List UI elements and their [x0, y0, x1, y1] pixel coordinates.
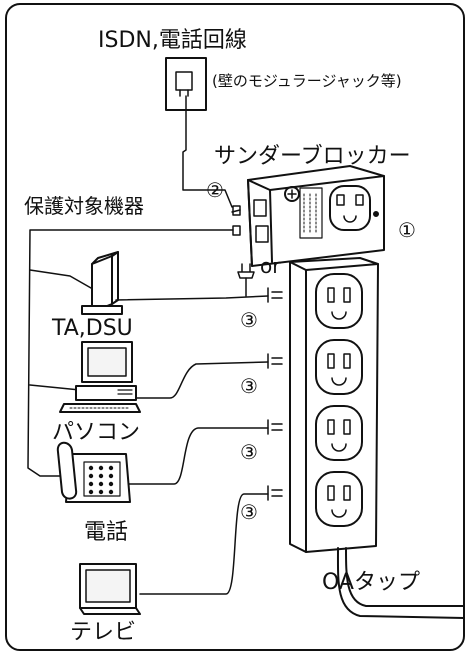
line-protected-top — [231, 209, 241, 213]
line-phone-bus — [27, 229, 234, 477]
cable-pc — [115, 361, 269, 399]
line-ta — [29, 269, 99, 293]
line-cable — [182, 95, 233, 208]
cable-ta — [115, 295, 269, 301]
oa-tap-outlets — [315, 273, 363, 527]
oa-tap-label: OAタップ — [322, 570, 420, 595]
diagram-frame — [5, 3, 465, 651]
tv-label: テレビ — [70, 620, 137, 645]
marker-3d: ③ — [240, 500, 258, 524]
protected-port — [232, 225, 241, 236]
pc-label: パソコン — [52, 420, 141, 445]
line-pc — [29, 384, 81, 391]
marker-3b: ③ — [240, 374, 258, 398]
marker-1: ① — [398, 218, 416, 242]
or-label: or — [260, 254, 281, 278]
tv-device — [79, 563, 141, 615]
plug-icons — [237, 263, 283, 501]
wall-jack-label: (壁のモジュラージャック等) — [212, 72, 402, 90]
marker-3c: ③ — [240, 440, 258, 464]
thunder-blocker-device — [247, 165, 385, 267]
cable-tv — [139, 493, 269, 595]
telephone-device — [56, 441, 131, 503]
oa-tap-cord — [336, 547, 465, 619]
ta-dsu-label: TA,DSU — [52, 316, 133, 341]
protected-devices-label: 保護対象機器 — [24, 194, 144, 218]
marker-3a: ③ — [240, 308, 258, 332]
isdn-line-label: ISDN,電話回線 — [98, 28, 247, 53]
pc-device — [59, 341, 141, 413]
phone-label: 電話 — [84, 520, 129, 545]
thunder-blocker-label: サンダーブロッカー — [214, 144, 411, 169]
marker-2: ② — [206, 178, 224, 202]
cable-phone — [119, 427, 269, 485]
ta-dsu-device — [81, 251, 123, 315]
